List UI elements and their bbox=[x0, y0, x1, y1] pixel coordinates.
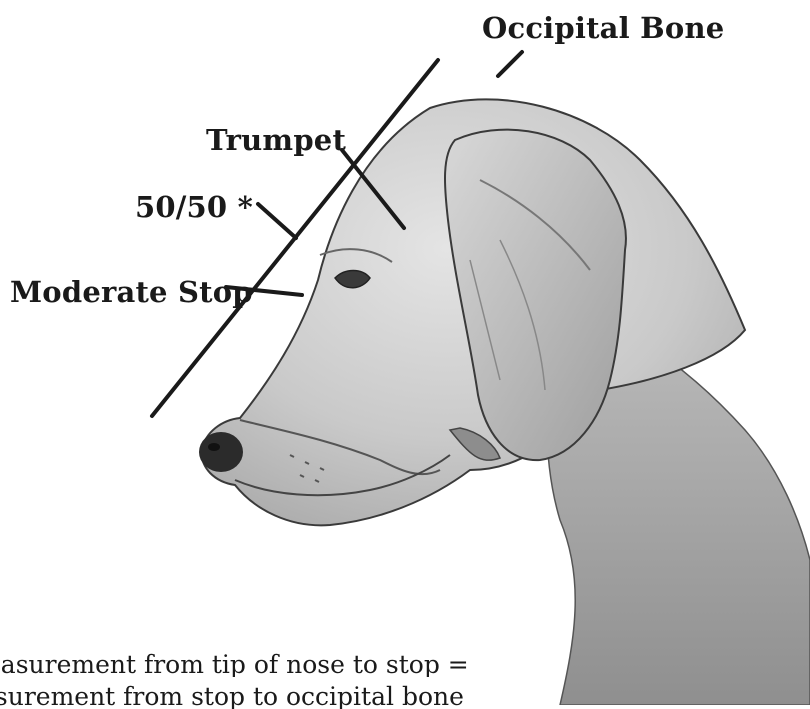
fifty-fifty-label: 50/50 * bbox=[135, 193, 253, 222]
moderate-stop-label: Moderate Stop bbox=[10, 278, 253, 307]
nose bbox=[199, 432, 243, 472]
nostril bbox=[208, 443, 220, 451]
footnote-line-2: asurement from stop to occipital bone bbox=[0, 684, 555, 709]
occipital-bone-label: Occipital Bone bbox=[482, 14, 724, 43]
footnote-line-1: easurement from tip of nose to stop = bbox=[0, 652, 550, 677]
trumpet-label: Trumpet bbox=[206, 126, 346, 155]
fifty-fifty-pointer bbox=[258, 204, 296, 238]
occipital-bone-pointer bbox=[498, 52, 522, 76]
